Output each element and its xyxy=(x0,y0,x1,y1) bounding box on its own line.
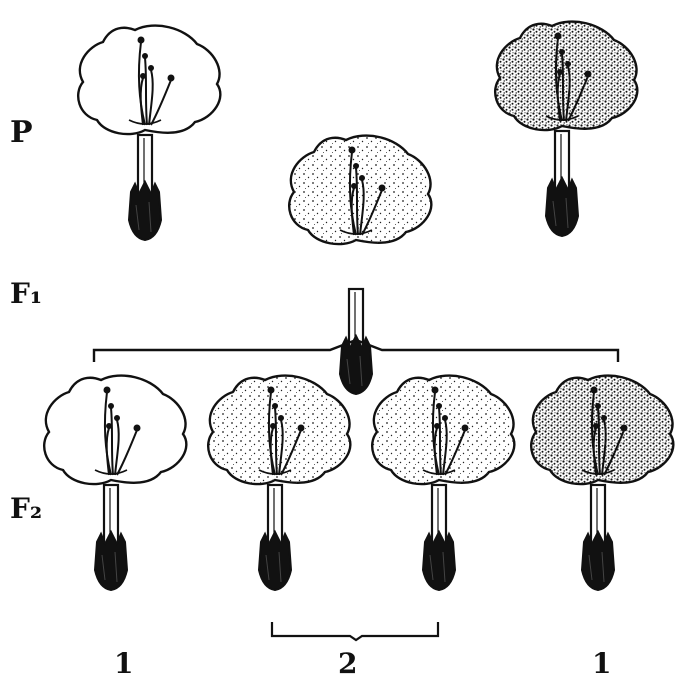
f2-white-flower xyxy=(44,376,186,590)
ratio-red-count: 1 xyxy=(592,650,611,678)
f1-pink-flower xyxy=(289,136,431,394)
parent-white-flower xyxy=(78,26,220,240)
ratio-pink-count: 2 xyxy=(338,650,357,678)
f2-pink-flower-2 xyxy=(372,376,514,590)
parent-dark-flower xyxy=(495,22,637,236)
label-f2: F₂ xyxy=(10,495,42,523)
f2-dark-flower xyxy=(531,376,673,590)
ratio-white-count: 1 xyxy=(114,650,133,678)
f2-pink-flower-1 xyxy=(208,376,350,590)
label-p: P xyxy=(10,118,33,148)
label-f1: F₁ xyxy=(10,280,42,308)
ratio-brace xyxy=(272,622,438,640)
